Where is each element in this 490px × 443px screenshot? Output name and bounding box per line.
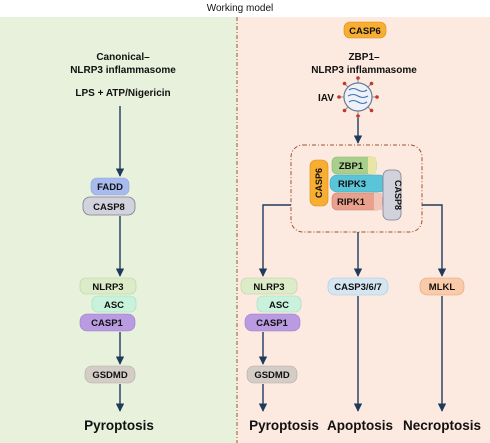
left-casp1-box [79, 313, 136, 332]
right-heading-line1: ZBP1– [348, 52, 380, 63]
outcome-necroptosis: Necroptosis [403, 418, 481, 433]
left-fadd-box [90, 177, 130, 196]
casp367-box [327, 277, 389, 296]
mlkl-box [419, 277, 465, 296]
right-asc-box [256, 295, 302, 313]
virus-icon [337, 76, 379, 118]
left-casp1-label: CASP1 [91, 318, 123, 329]
right-asc-label: ASC [269, 300, 289, 311]
complex-casp6-label: CASP6 [314, 168, 324, 198]
complex-zbp1-label: ZBP1 [339, 161, 364, 172]
arrow-complex-to-pyroptosis [258, 204, 291, 277]
casp6-badge [343, 21, 387, 39]
left-heading-line1: Canonical– [96, 52, 150, 63]
left-stimulus-label: LPS + ATP/Nigericin [75, 88, 170, 99]
casp367-label: CASP3/6/7 [334, 282, 382, 293]
complex-casp8-box [382, 169, 402, 221]
complex-casp8-label: CASP8 [393, 180, 403, 210]
left-casp8-box [82, 196, 136, 216]
left-nlrp3-box [79, 277, 137, 295]
right-casp1-box [244, 313, 301, 332]
mlkl-label: MLKL [429, 282, 456, 293]
complex-ripk1-label: RIPK1 [337, 197, 366, 208]
complex-ripk3-label: RIPK3 [338, 179, 366, 190]
right-heading-line2: NLRP3 inflammasome [311, 65, 417, 76]
right-nlrp3-box [240, 277, 298, 295]
left-gsdmd-box [84, 365, 136, 384]
outcome-apoptosis: Apoptosis [327, 418, 393, 433]
complex-casp6-box [309, 159, 329, 207]
left-nlrp3-label: NLRP3 [92, 282, 123, 293]
left-asc-label: ASC [104, 300, 124, 311]
casp6-badge-label: CASP6 [349, 26, 381, 37]
complex-zbp1-strip [368, 157, 376, 174]
left-asc-box [91, 295, 137, 313]
left-fadd-label: FADD [97, 182, 123, 193]
left-outcome-pyroptosis: Pyroptosis [84, 418, 154, 433]
arrow-complex-to-necroptosis [422, 204, 447, 277]
right-gsdmd-label: GSDMD [254, 370, 290, 381]
virus-label-iav: IAV [318, 93, 334, 104]
right-nlrp3-label: NLRP3 [253, 282, 284, 293]
right-casp1-label: CASP1 [256, 318, 288, 329]
right-outcome-pyroptosis: Pyroptosis [249, 418, 319, 433]
left-heading-line2: NLRP3 inflammasome [70, 65, 176, 76]
figure-title: Working model [207, 3, 274, 14]
left-casp8-label: CASP8 [93, 202, 125, 213]
right-gsdmd-box [246, 365, 298, 384]
complex-ripk1-strip [374, 193, 382, 210]
left-gsdmd-label: GSDMD [92, 370, 128, 381]
